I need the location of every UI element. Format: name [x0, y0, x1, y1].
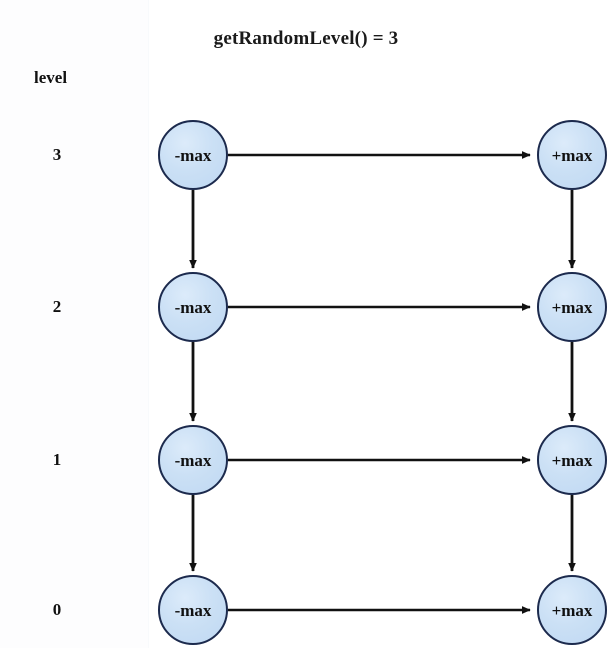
- level-label-2: 2: [52, 297, 62, 316]
- node-tail-level-3[interactable]: +max: [537, 120, 607, 190]
- node-tail-level-2[interactable]: +max: [537, 272, 607, 342]
- node-head-level-1[interactable]: -max: [158, 425, 228, 495]
- level-axis-label: level: [34, 68, 68, 87]
- node-head-label-2: -max: [174, 297, 212, 317]
- diagram-title: getRandomLevel() = 3: [213, 28, 399, 49]
- node-tail-label-1: +max: [551, 450, 593, 470]
- node-tail-label-0: +max: [551, 600, 593, 620]
- level-label-1: 1: [52, 450, 62, 469]
- node-head-label-1: -max: [174, 450, 212, 470]
- node-tail-label-2: +max: [551, 297, 593, 317]
- level-label-3: 3: [52, 145, 62, 164]
- left-margin-panel: [0, 0, 148, 648]
- node-head-level-2[interactable]: -max: [158, 272, 228, 342]
- node-tail-level-1[interactable]: +max: [537, 425, 607, 495]
- panel-divider: [148, 0, 149, 648]
- node-tail-level-0[interactable]: +max: [537, 575, 607, 645]
- node-head-level-3[interactable]: -max: [158, 120, 228, 190]
- level-label-0: 0: [52, 600, 62, 619]
- node-head-level-0[interactable]: -max: [158, 575, 228, 645]
- node-head-label-0: -max: [174, 600, 212, 620]
- node-tail-label-3: +max: [551, 145, 593, 165]
- node-head-label-3: -max: [174, 145, 212, 165]
